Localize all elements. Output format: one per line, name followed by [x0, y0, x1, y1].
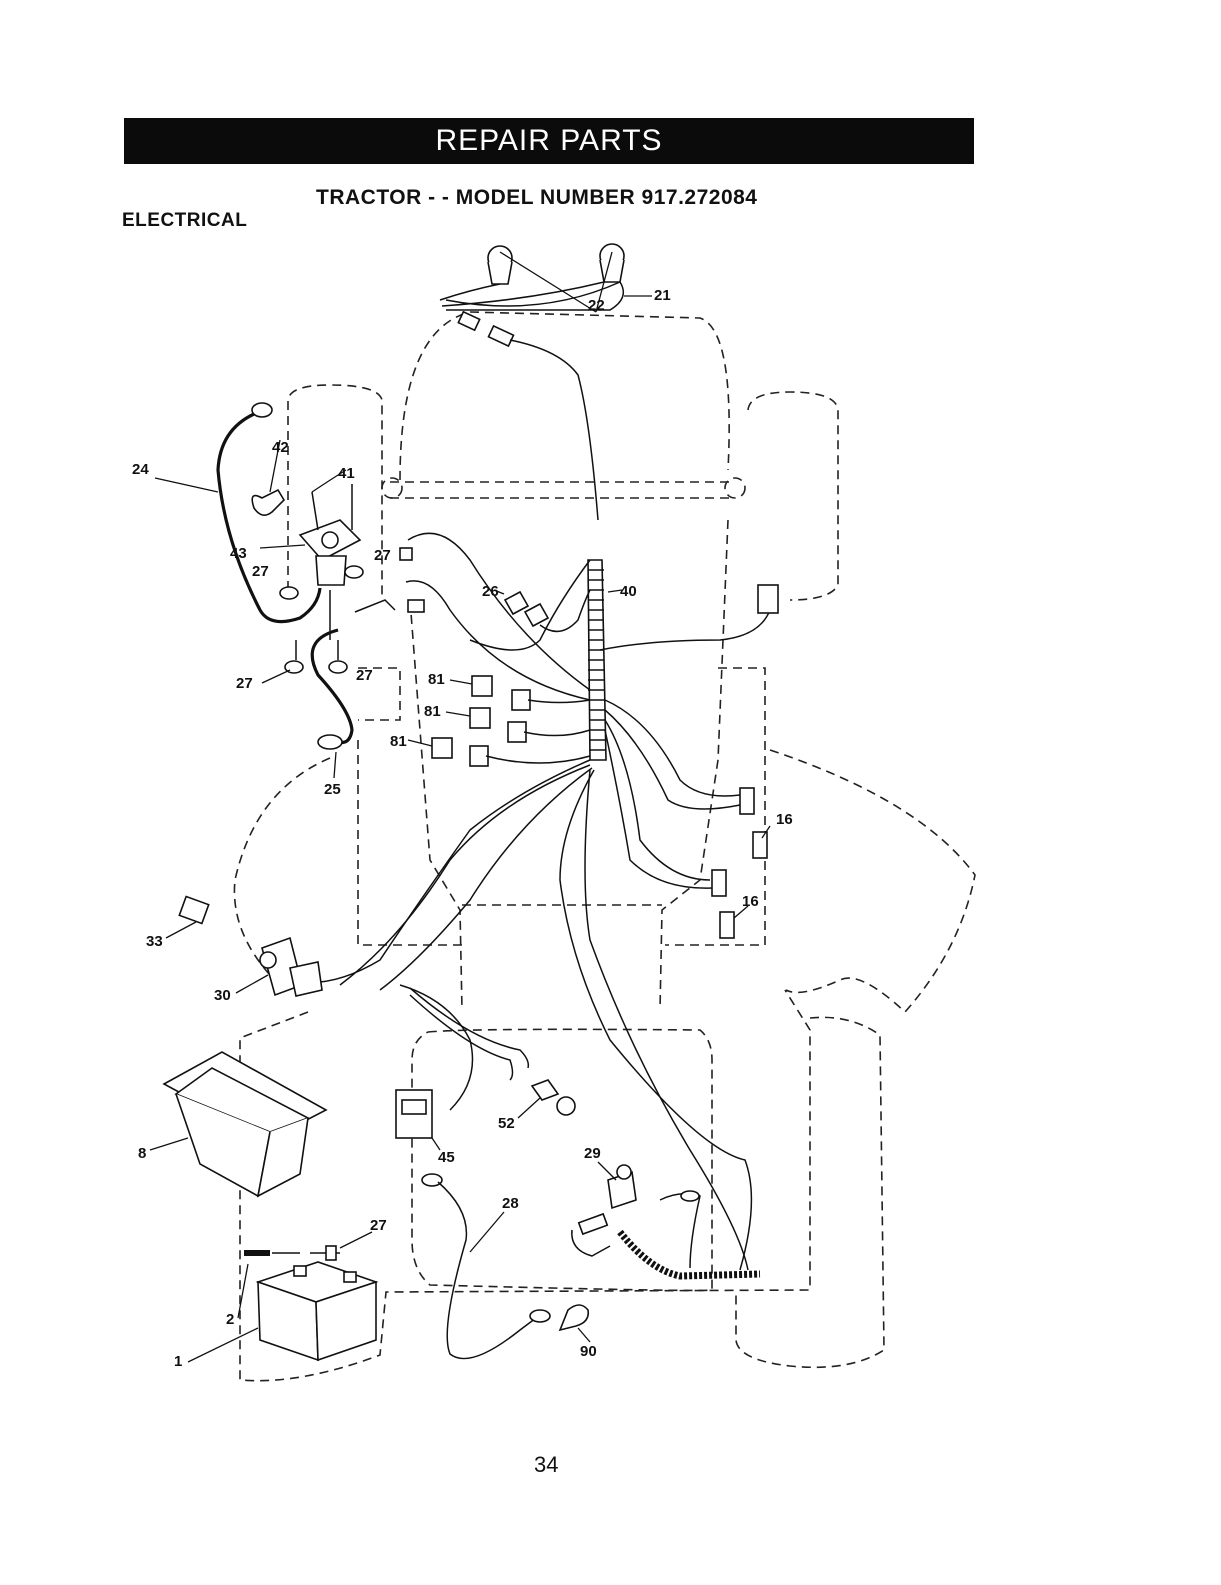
callout-33: 33 [146, 933, 163, 950]
headlight-left-socket [488, 262, 512, 284]
callout-45: 45 [438, 1149, 455, 1166]
battery-cable-24 [218, 414, 320, 622]
callout-29: 29 [584, 1145, 601, 1162]
callout-28: 28 [502, 1195, 519, 1212]
battery-nut-27 [326, 1246, 336, 1260]
harness-terminal-b [408, 600, 424, 612]
lamp-bulb-52 [557, 1097, 575, 1115]
connector-26a [505, 592, 528, 614]
callouts: 22 21 42 24 41 43 27 27 26 40 27 27 81 8… [132, 287, 793, 1370]
battery-bolt-2 [244, 1250, 270, 1256]
lamp-socket-52 [532, 1080, 558, 1100]
solenoid-wire [355, 600, 395, 612]
nut-27-right [345, 566, 363, 578]
nut-27-left [280, 587, 298, 599]
relay-socket-top [512, 690, 530, 710]
callout-90: 90 [580, 1343, 597, 1360]
switch-assembly [572, 1162, 760, 1276]
ignition-connector [290, 962, 322, 996]
callout-40: 40 [620, 583, 637, 600]
callout-30: 30 [214, 987, 231, 1004]
terminal-boot-42 [252, 490, 284, 515]
battery-assembly [188, 1232, 376, 1362]
terminal-boot-90 [560, 1305, 588, 1330]
cable-terminal-28-top [422, 1174, 442, 1186]
switch-connector [579, 1214, 608, 1234]
harness-terminal-a [400, 548, 412, 560]
callout-1: 1 [174, 1353, 182, 1370]
relay-81-bottom [432, 738, 452, 758]
callout-22: 22 [588, 297, 605, 314]
connector-16-upper [753, 832, 767, 858]
callout-24: 24 [132, 461, 149, 478]
cable-terminal-28-bottom [530, 1310, 550, 1322]
callout-27-upper-right: 27 [374, 547, 391, 564]
relay-81-middle [470, 708, 490, 728]
headlight-right-socket [600, 260, 624, 282]
relays [408, 676, 590, 766]
relay-socket-middle [508, 722, 526, 742]
battery-terminal-pos [344, 1272, 356, 1282]
seat-area-left [358, 740, 462, 945]
starter-solenoid-43 [316, 556, 346, 585]
headlight-assembly [440, 244, 652, 520]
brake-switch-connector [712, 870, 726, 896]
ignition-key-barrel [260, 952, 276, 968]
callout-25: 25 [324, 781, 341, 798]
callout-81-bottom: 81 [390, 733, 407, 750]
front-axle-pivot-right [725, 478, 745, 498]
callout-42: 42 [272, 439, 289, 456]
callout-27-upper-left: 27 [252, 563, 269, 580]
meter-assembly [396, 1080, 575, 1150]
headlight-connector-b [488, 326, 513, 346]
front-axle-pivot-left [382, 478, 402, 498]
cable-terminal-ring-24 [252, 403, 272, 417]
callout-41: 41 [338, 465, 355, 482]
callout-8: 8 [138, 1145, 146, 1162]
pto-switch-connector [758, 585, 778, 613]
switch-plunger [617, 1165, 631, 1179]
ground-cable-25 [312, 630, 352, 743]
callout-81-middle: 81 [424, 703, 441, 720]
callout-2: 2 [226, 1311, 234, 1328]
relay-81-top [472, 676, 492, 696]
relay-socket-bottom [470, 746, 488, 766]
nut-27-lower-right [329, 661, 347, 673]
seat-switch-connector [740, 788, 754, 814]
fuse-holder-33 [179, 896, 208, 923]
page-number: 34 [534, 1452, 558, 1478]
connector-26b [525, 604, 548, 626]
rear-deck-outline [412, 1029, 712, 1290]
callout-27-lower-left: 27 [236, 675, 253, 692]
headlight-connector-a [458, 312, 479, 330]
solenoid-assembly [155, 403, 395, 778]
battery-terminal-neg [294, 1266, 306, 1276]
connector-16-lower [720, 912, 734, 938]
callout-21: 21 [654, 287, 671, 304]
main-harness [290, 533, 778, 1270]
callout-81-top: 81 [428, 671, 445, 688]
ignition-assembly [166, 896, 322, 996]
solenoid-top [322, 532, 338, 548]
callout-43: 43 [230, 545, 247, 562]
callout-16-upper: 16 [776, 811, 793, 828]
callout-27-lower-right: 27 [356, 667, 373, 684]
frame-rail-left [410, 600, 462, 1010]
frame-rail-right [660, 520, 728, 1010]
cable-terminal-29 [681, 1191, 699, 1201]
battery-box [150, 1052, 326, 1196]
callout-27-battery: 27 [370, 1217, 387, 1234]
cable-terminal-25 [318, 735, 342, 749]
callout-26: 26 [482, 583, 499, 600]
hood-outline [400, 312, 729, 480]
rear-fender-right [770, 750, 975, 1012]
front-wheel-right [748, 392, 838, 600]
hour-meter-display [402, 1100, 426, 1114]
callout-16-lower: 16 [742, 893, 759, 910]
callout-52: 52 [498, 1115, 515, 1132]
